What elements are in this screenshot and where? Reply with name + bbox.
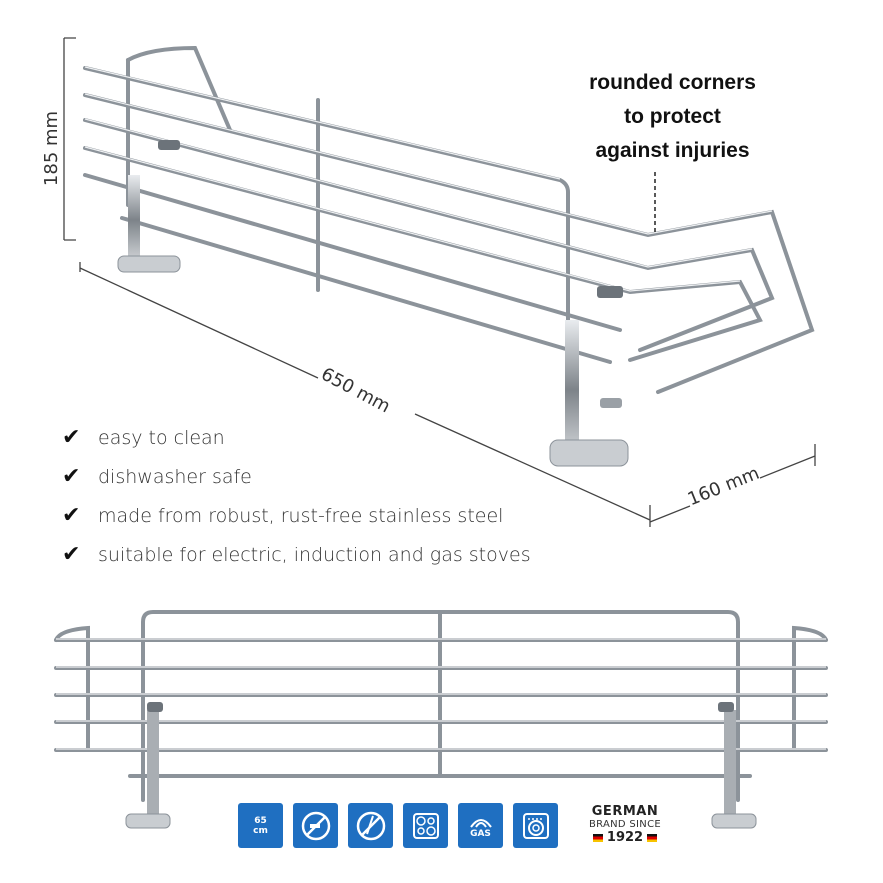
checkmark-icon: ✔	[62, 503, 81, 528]
dishwasher-icon	[513, 803, 558, 848]
checkmark-icon: ✔	[62, 542, 81, 567]
right-clamp-screw	[600, 398, 622, 408]
feature-item: ✔ dishwasher safe	[62, 457, 531, 496]
feature-item: ✔ easy to clean	[62, 418, 531, 457]
front-rail-highlights	[56, 638, 826, 750]
front-left-leg	[147, 710, 159, 822]
badge-unit: cm	[253, 825, 268, 836]
height-65cm-icon: 65 cm	[238, 803, 283, 848]
front-left-knob	[147, 702, 163, 712]
right-clamp-knob	[597, 286, 623, 298]
callout-line: against injuries	[595, 139, 750, 162]
brand-line-3: 1922	[575, 830, 675, 845]
feature-text: made from robust, rust-free stainless st…	[98, 504, 504, 527]
front-right-knob	[718, 702, 734, 712]
feature-list: ✔ easy to clean ✔ dishwasher safe ✔ made…	[62, 418, 531, 574]
checkmark-icon: ✔	[62, 464, 81, 489]
gas-label: GAS	[470, 828, 491, 839]
brand-line-2: BRAND SINCE	[589, 819, 661, 830]
brand-year: 1922	[606, 830, 644, 845]
no-knife-icon	[348, 803, 393, 848]
gas-stove-icon: GAS	[458, 803, 503, 848]
feature-badges: 65 cm GAS	[238, 803, 558, 848]
height-dimension-label: 185 mm	[41, 110, 63, 187]
badge-value: 65	[254, 815, 267, 826]
front-left-foot	[125, 813, 171, 829]
callout-line: to protect	[624, 105, 721, 128]
product-front-illustration	[54, 610, 828, 829]
brand-line-1: GERMAN	[591, 804, 659, 819]
feature-text: dishwasher safe	[98, 465, 252, 488]
callout-line: rounded corners	[589, 71, 756, 94]
left-clamp-knob	[158, 140, 180, 150]
front-right-foot	[711, 813, 757, 829]
rail-bars	[83, 45, 815, 394]
german-flag-icon	[647, 833, 658, 842]
dimension-lines	[63, 37, 816, 527]
right-leg	[565, 320, 579, 460]
feature-item: ✔ made from robust, rust-free stainless …	[62, 496, 531, 535]
rounded-corners-callout: rounded corners to protect against injur…	[560, 66, 785, 168]
no-spray-icon	[293, 803, 338, 848]
front-right-leg	[724, 710, 736, 822]
feature-text: suitable for electric, induction and gas…	[98, 543, 531, 566]
right-foot	[549, 439, 629, 467]
brand-logo: GERMAN BRAND SINCE 1922	[575, 804, 675, 845]
feature-text: easy to clean	[98, 426, 225, 449]
ceramic-hob-icon	[403, 803, 448, 848]
left-foot	[117, 255, 181, 273]
german-flag-icon	[592, 833, 603, 842]
checkmark-icon: ✔	[62, 425, 81, 450]
left-leg	[128, 175, 140, 265]
front-rails	[54, 610, 828, 802]
product-perspective-illustration	[63, 37, 816, 527]
rail-highlights	[84, 66, 773, 292]
feature-item: ✔ suitable for electric, induction and g…	[62, 535, 531, 574]
